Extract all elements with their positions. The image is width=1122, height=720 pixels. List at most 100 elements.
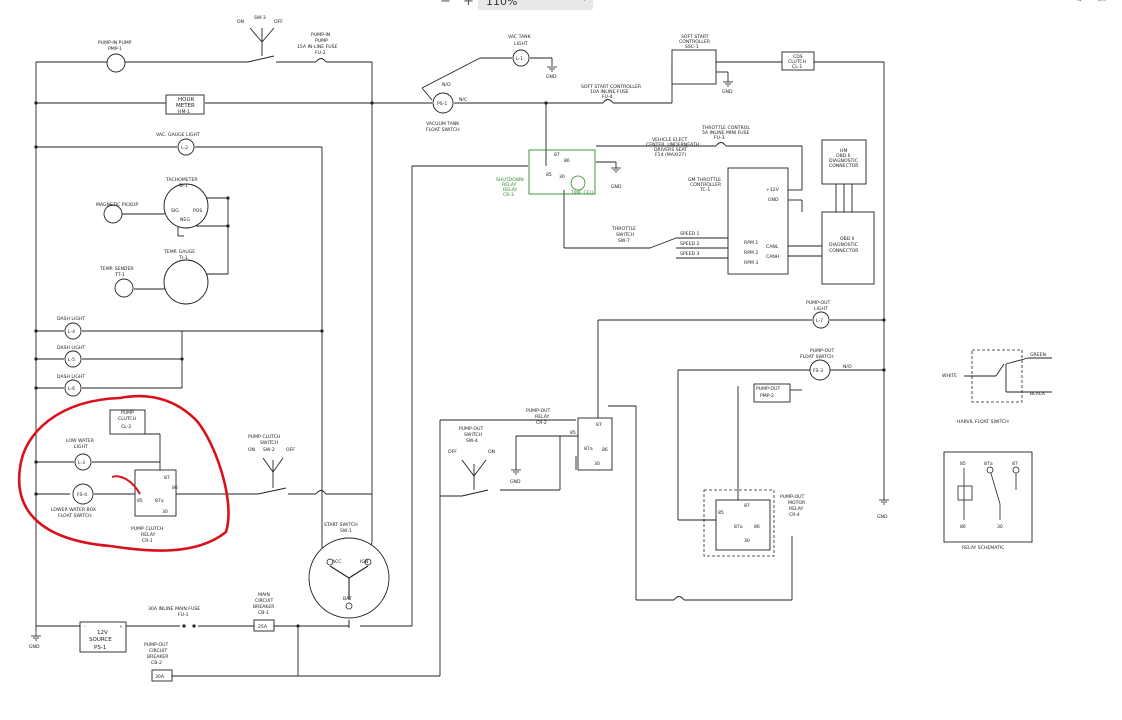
label-cr2-86: 86 bbox=[602, 447, 608, 453]
label-sw1: SW-1 bbox=[340, 528, 352, 534]
label-po-float-1: PUMP-OUT bbox=[810, 348, 835, 354]
label-shutdown-1: SHUTDOWN bbox=[496, 177, 524, 183]
dash-light-l4 bbox=[64, 322, 82, 340]
label-speed3: SPEED 3 bbox=[680, 251, 699, 257]
label-pump-clutch-1: PUMP bbox=[121, 410, 134, 416]
label-low-water-1: LOW WATER bbox=[66, 438, 95, 444]
label-ps1-source: PS-1 bbox=[94, 645, 106, 651]
label-rpm1: RPM 1 bbox=[744, 240, 758, 246]
label-cb1: CB-1 bbox=[258, 610, 269, 616]
label-pc-relay-2: RELAY bbox=[141, 532, 156, 538]
label-tt1: TT-1 bbox=[114, 272, 125, 278]
label-throttle-switch-1: THROTTLE bbox=[611, 226, 636, 232]
label-vehicle-3: DRIVERS SEAT bbox=[654, 147, 687, 153]
label-sw4: SW-4 bbox=[466, 438, 478, 444]
sign-icon[interactable]: ✍ bbox=[1098, 0, 1106, 5]
label-cr3-87: 87 bbox=[554, 152, 560, 158]
label-cr2-30: 30 bbox=[594, 461, 600, 467]
label-vehicle-1: VEHICLE ELECT bbox=[652, 137, 688, 143]
zoom-out-minus-icon[interactable]: − bbox=[440, 0, 451, 9]
label-canh: CANH bbox=[766, 254, 779, 260]
label-vehicle-2: CENTER, UNDERNEATH bbox=[646, 142, 699, 148]
edit-icon[interactable]: ✎ bbox=[1074, 0, 1082, 5]
label-cr2-87a: 87a bbox=[584, 446, 593, 452]
label-canl: CANL bbox=[766, 244, 779, 250]
label-po-cb-1: PUMP-OUT bbox=[144, 642, 169, 648]
label-obd-connector: CONNECTOR bbox=[829, 248, 859, 254]
pump-clutch-relay bbox=[134, 469, 177, 517]
obd-diagnostic-connector bbox=[821, 211, 875, 285]
low-water-light bbox=[74, 453, 92, 471]
label-sw3: SW-3 bbox=[254, 15, 266, 21]
label-cr1-86: 86 bbox=[172, 485, 178, 491]
temp-gauge bbox=[163, 259, 209, 305]
label-ps1: PS-1 bbox=[437, 101, 447, 107]
label-hm-diagnostic: DIAGNOSTIC bbox=[829, 158, 858, 164]
label-po-relay-1: PUMP-OUT bbox=[526, 408, 551, 414]
label-gm-3: TC-1 bbox=[699, 187, 710, 193]
pump-in-pump bbox=[106, 53, 126, 73]
label-lower-water-2: FLOAT SWITCH bbox=[58, 513, 92, 519]
dash-light-l5 bbox=[64, 350, 82, 368]
label-cr2-87: 87 bbox=[596, 422, 602, 428]
main-circuit-breaker bbox=[253, 619, 275, 632]
label-main-cb-2: CIRCUIT bbox=[255, 598, 273, 604]
label-cr4-86: 86 bbox=[754, 524, 760, 530]
label-black: BLACK bbox=[1030, 391, 1046, 397]
label-cr3-30: 30 bbox=[559, 174, 565, 180]
label-on-sw2: ON bbox=[248, 447, 255, 453]
label-meter: METER bbox=[176, 103, 195, 109]
cr4-dashed-outline bbox=[703, 489, 775, 557]
label-cr1-30: 30 bbox=[162, 509, 168, 515]
label-cr2: CR-2 bbox=[536, 420, 547, 426]
pump-out-circuit-breaker bbox=[151, 669, 173, 682]
label-pmp2-2: PMP-2 bbox=[760, 393, 774, 399]
label-no-fs3: N/O bbox=[843, 364, 852, 370]
label-pumpin-fuse-2: PUMP bbox=[315, 38, 328, 44]
label-off-sw4: OFF bbox=[448, 449, 457, 455]
label-ssc-1: SOFT START bbox=[681, 34, 709, 40]
label-dash-light-2: DASH LIGHT bbox=[57, 345, 85, 351]
label-gnd-gm: GND bbox=[768, 197, 779, 203]
vac-float-switch bbox=[432, 92, 454, 114]
label-fs3: FS-3 bbox=[813, 368, 823, 374]
fs3-float-switch bbox=[809, 359, 831, 381]
label-acc: ACC bbox=[332, 559, 341, 565]
label-l2: L-2 bbox=[181, 145, 188, 151]
label-po-light-1: PUMP-OUT bbox=[806, 300, 831, 306]
label-pc-switch-1: PUMP CLUTCH bbox=[248, 434, 280, 440]
label-time-cell: TIME CELL bbox=[570, 190, 595, 196]
label-gnd-cr3: GND bbox=[611, 184, 622, 190]
label-cr4-30: 30 bbox=[744, 538, 750, 544]
label-on-sw3: ON bbox=[237, 19, 244, 25]
label-plus12v: +12V bbox=[766, 187, 780, 193]
label-po-float-2: FLOAT SWITCH bbox=[800, 354, 834, 360]
label-harvil: HARVIL FLOAT SWITCH bbox=[957, 419, 1009, 425]
label-gm-2: CONTROLLER bbox=[690, 182, 722, 188]
label-l1: L-1 bbox=[516, 56, 523, 62]
hm-obd-connector bbox=[821, 139, 867, 185]
label-rs-87a: 87a bbox=[984, 461, 993, 467]
label-12v: 12V bbox=[97, 630, 108, 636]
label-cl1: CL-1 bbox=[792, 64, 802, 70]
temp-sender bbox=[114, 278, 134, 298]
label-white: WHITE bbox=[942, 373, 957, 379]
label-po-switch-1: PUMP-OUT bbox=[459, 426, 484, 432]
label-pumpin-pump: PUMP-IN PUMP bbox=[98, 40, 132, 46]
label-po-switch-2: SWITCH bbox=[464, 432, 482, 438]
zoom-level-select[interactable]: 110% ▾ bbox=[478, 0, 593, 10]
label-sig: SIG bbox=[171, 208, 179, 214]
label-throttle-ctrl-2: 5A INLINE MINI FUSE bbox=[702, 130, 750, 136]
label-cr1-85: 85 bbox=[137, 498, 143, 504]
label-start-switch: START SWITCH bbox=[324, 522, 358, 528]
zoom-in-plus-icon[interactable]: + bbox=[463, 0, 474, 9]
label-cds: CDS bbox=[793, 54, 803, 60]
label-ssc-fuse-3: FU-4 bbox=[602, 94, 613, 100]
pump-clutch bbox=[109, 409, 146, 435]
label-hm-obd: OBD II bbox=[836, 153, 850, 159]
label-po-cb-2: CIRCUIT bbox=[149, 648, 167, 654]
label-rs-86: 86 bbox=[960, 524, 966, 530]
label-rs-87: 87 bbox=[1012, 461, 1018, 467]
label-po-motor-3: RELAY bbox=[789, 506, 804, 512]
label-fu1: FU-1 bbox=[178, 612, 189, 618]
